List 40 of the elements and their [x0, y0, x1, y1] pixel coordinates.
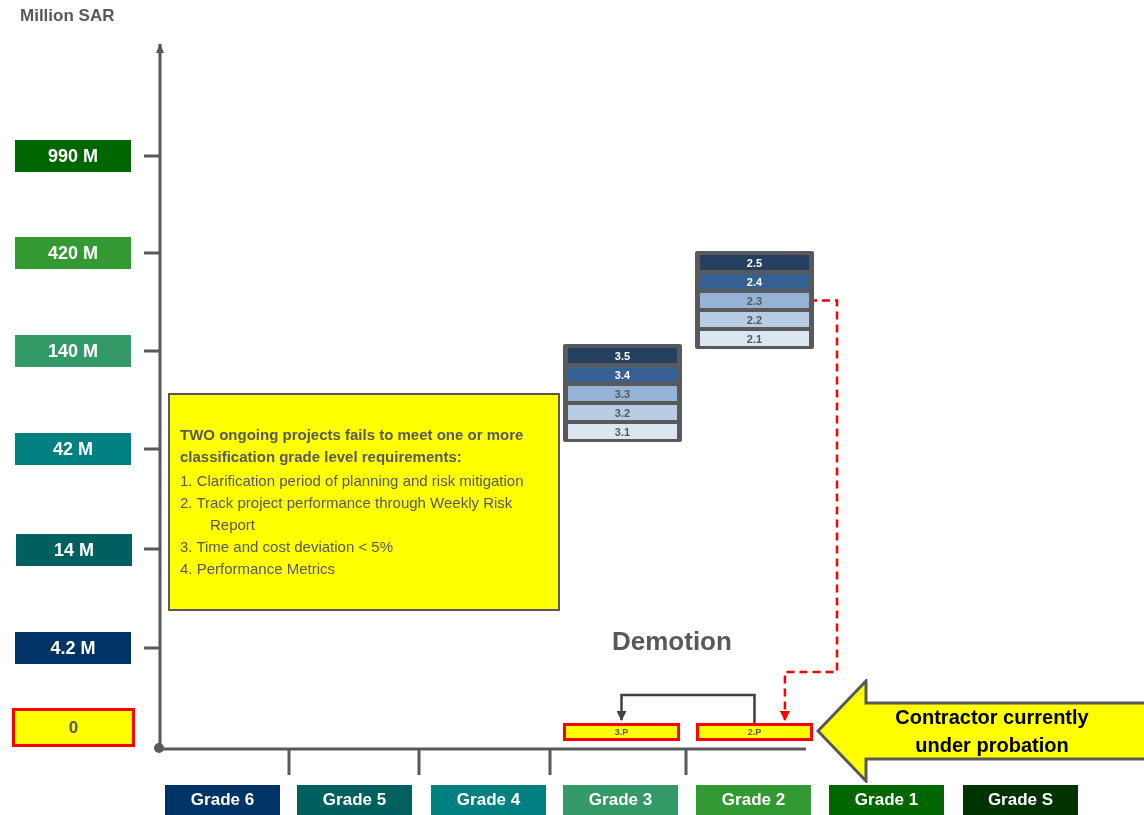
value-box: 14 M [16, 534, 132, 566]
elbow-arrow [616, 693, 756, 723]
callout-arrow [816, 679, 1144, 783]
grade-box: Grade 1 [829, 785, 944, 815]
grade-box: Grade 4 [431, 785, 546, 815]
list-item: 1. Clarification period of planning and risk mitigation [180, 471, 525, 491]
stack-frame [695, 251, 814, 349]
grade-level-bar: 3.4 [568, 367, 677, 382]
probation-box: 0 [12, 708, 135, 747]
grade-level-bar: 2.4 [700, 274, 809, 289]
list-item: 3. Time and cost deviation < 5% [180, 537, 395, 557]
axis-title: Million SAR [20, 6, 115, 26]
grade-box: Grade 3 [563, 785, 678, 815]
grade-box: Grade 5 [297, 785, 412, 815]
note-heading: TWO ongoing projects fails to meet one or more classification grade level requirements: [180, 425, 525, 467]
list-item: 4. Performance Metrics [180, 559, 337, 579]
probation-box: 3.P [563, 723, 680, 741]
grade-level-bar: 2.1 [700, 331, 809, 346]
dashed-arrow [779, 299, 839, 721]
value-box: 420 M [15, 237, 131, 269]
value-box: 140 M [15, 335, 131, 367]
grade-box: Grade 2 [696, 785, 811, 815]
probation-box: 2.P [696, 723, 813, 741]
list-item: 2. Track project performance through Weekly Risk Report [180, 493, 514, 535]
value-box: 990 M [15, 140, 131, 172]
note-box [168, 393, 560, 611]
grade-level-bar: 2.5 [700, 255, 809, 270]
value-box: 4.2 M [15, 632, 131, 664]
grade-level-bar: 3.5 [568, 348, 677, 363]
stack-frame [563, 344, 682, 442]
grade-level-bar: 3.1 [568, 424, 677, 439]
grade-level-bar: 3.2 [568, 405, 677, 420]
callout-text: Contractor currently under probation [894, 705, 1090, 758]
grade-box: Grade 6 [165, 785, 280, 815]
value-box: 42 M [15, 433, 131, 465]
annotation-text: Demotion [612, 626, 732, 657]
grade-box: Grade S [963, 785, 1078, 815]
grade-level-bar: 2.3 [700, 293, 809, 308]
grade-level-bar: 3.3 [568, 386, 677, 401]
grade-level-bar: 2.2 [700, 312, 809, 327]
